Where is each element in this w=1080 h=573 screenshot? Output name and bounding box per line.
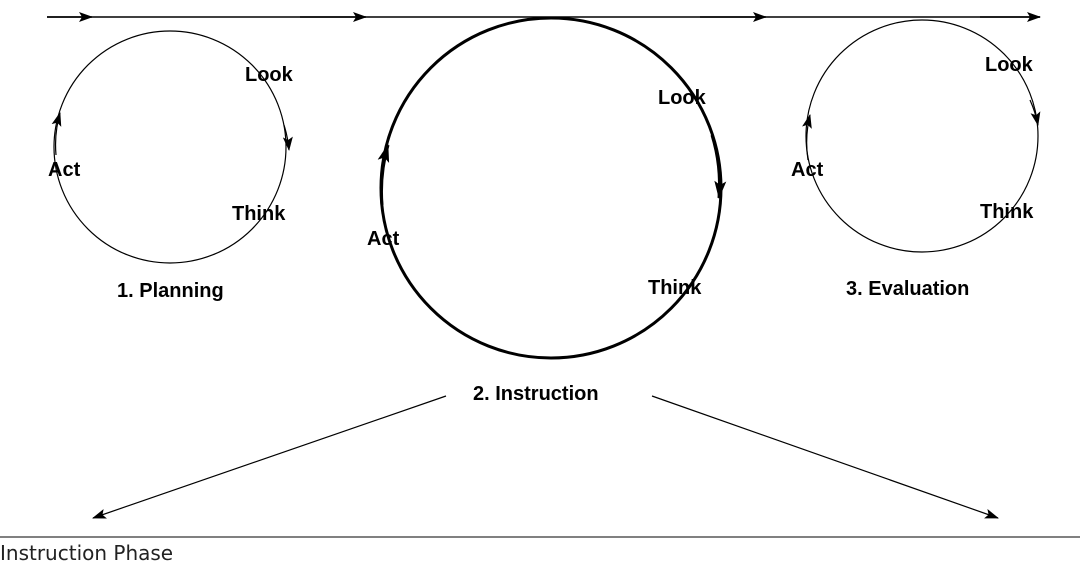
planning-think-label: Think [232, 203, 286, 225]
planning-caption: 1. Planning [117, 280, 224, 302]
instruction-think-label: Think [648, 277, 702, 299]
instruction-look-label: Look [658, 87, 707, 109]
planning-act-label: Act [48, 159, 81, 181]
expand-right-arrow [651, 395, 999, 519]
expand-left-arrow [92, 395, 447, 519]
evaluation-caption: 3. Evaluation [846, 278, 969, 300]
planning-cycle: Look Think Act 1. Planning [48, 30, 294, 302]
instruction-cycle: Look Think Act 2. Instruction [367, 16, 727, 405]
planning-look-label: Look [245, 64, 294, 86]
evaluation-act-label: Act [791, 159, 824, 181]
instruction-act-label: Act [367, 228, 400, 250]
evaluation-look-label: Look [985, 54, 1034, 76]
phase-title: Instruction Phase [0, 541, 174, 565]
evaluation-think-label: Think [980, 201, 1034, 223]
evaluation-cycle: Look Think Act 3. Evaluation [791, 19, 1041, 300]
instruction-caption: 2. Instruction [473, 383, 599, 405]
